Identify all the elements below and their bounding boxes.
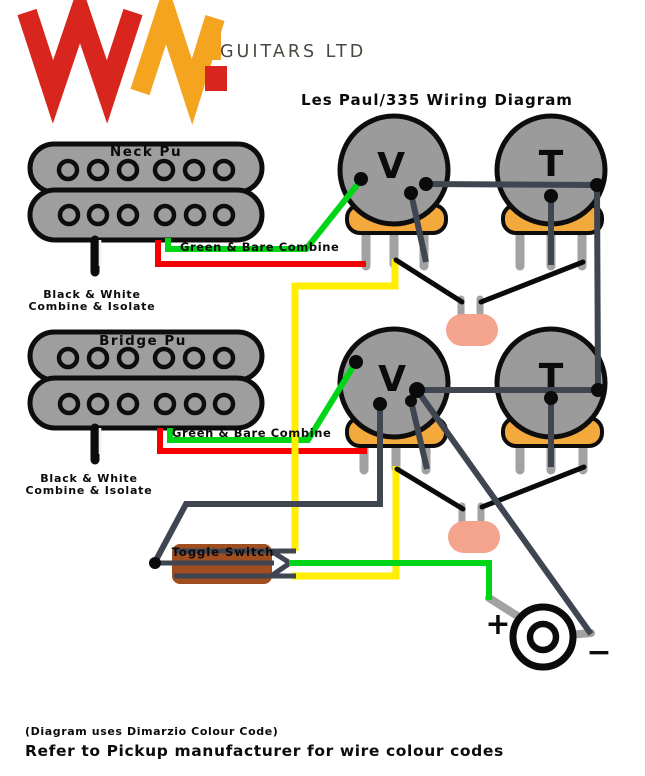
pole-piece-icon xyxy=(212,158,236,182)
jack-tip-contact xyxy=(526,620,560,654)
neck-red-wire xyxy=(155,240,366,267)
brand-logo: GUITARS LTD xyxy=(17,0,366,126)
neck-pickup xyxy=(27,141,265,277)
switch-contact-upper xyxy=(269,548,292,566)
solder-joint xyxy=(373,397,387,411)
bridge-volume-pot: V xyxy=(337,326,451,475)
cap-wire xyxy=(478,259,586,305)
pole-piece-icon xyxy=(183,203,207,227)
company-name: GUITARS LTD xyxy=(220,42,366,62)
pot-body xyxy=(337,113,451,227)
switch-contact-lower xyxy=(269,560,292,579)
green-pickup-wires xyxy=(165,178,364,443)
bridge-green-wire xyxy=(167,360,359,443)
pole-piece-icon xyxy=(153,392,177,416)
yellow-wires xyxy=(291,259,400,580)
solder-joint xyxy=(354,172,368,186)
pole-piece-icon xyxy=(152,346,176,370)
pole-piece-icon xyxy=(212,392,236,416)
tone-pot-label: T xyxy=(539,144,564,185)
pole-piece-icon xyxy=(212,203,236,227)
bridge-volume-to-jack-wire xyxy=(414,388,594,636)
pole-piece-icon xyxy=(57,203,81,227)
output-jack: + − xyxy=(485,603,612,671)
logo-accent-bar-icon xyxy=(201,32,221,60)
bridge-lead-note-line1: Black & White xyxy=(40,472,138,485)
pole-piece-icon xyxy=(183,392,207,416)
pole-piece-icon xyxy=(86,203,110,227)
slate-wires xyxy=(152,181,601,636)
jack-positive-lug xyxy=(485,594,523,621)
solder-joint xyxy=(405,395,417,407)
neck-green-wire xyxy=(165,178,364,252)
neck-lead-note-line1: Black & White xyxy=(43,288,141,301)
pole-piece-icon xyxy=(86,158,110,182)
neck-volume-pot: V xyxy=(337,113,451,271)
bridge-pole-pieces xyxy=(56,346,236,416)
logo-w-icon xyxy=(17,0,143,124)
bridge-pickup xyxy=(27,329,265,465)
jack-negative-label: − xyxy=(586,635,611,670)
pole-piece-icon xyxy=(152,158,176,182)
pole-piece-icon xyxy=(86,392,110,416)
solder-joint xyxy=(419,177,433,191)
bridge-volume-to-switch-yellow-wire xyxy=(292,466,400,580)
pole-piece-icon xyxy=(56,346,80,370)
pole-piece-icon xyxy=(86,346,110,370)
cap-wire xyxy=(393,257,465,305)
solder-joint xyxy=(409,382,425,398)
neck-pickup-bobbin-bottom xyxy=(27,187,265,243)
solder-joint xyxy=(349,355,363,369)
pole-piece-icon xyxy=(116,158,140,182)
neck-volume-to-switch-yellow-wire xyxy=(291,259,399,551)
pole-piece-icon xyxy=(153,203,177,227)
solder-joint xyxy=(590,178,604,192)
bridge-green-wire-note: Green & Bare Combine xyxy=(172,426,331,440)
solder-joint xyxy=(544,391,558,405)
toggle-switch-label: Toggle Switch xyxy=(172,545,275,559)
neck-lead-note-line2: Combine & Isolate xyxy=(29,300,156,313)
neck-green-wire-note: Green & Bare Combine xyxy=(180,240,339,254)
bridge-volume-wiper-wire xyxy=(408,400,430,470)
capacitor-body xyxy=(448,521,500,553)
neck-tone-pot: T xyxy=(494,113,608,271)
pole-piece-icon xyxy=(57,392,81,416)
solder-joints xyxy=(149,172,605,569)
solder-joint xyxy=(591,383,605,397)
solder-joint xyxy=(544,189,558,203)
neck-pickup-label: Neck Pu xyxy=(110,144,182,160)
bridge-tone-capacitor xyxy=(448,502,500,553)
neck-volume-wiper-wire xyxy=(408,192,429,263)
neck-tone-capacitor xyxy=(446,295,498,346)
capacitor-body xyxy=(446,314,498,346)
jack-positive-label: + xyxy=(485,607,510,642)
pole-piece-icon xyxy=(116,392,140,416)
colour-code-warning: Refer to Pickup manufacturer for wire co… xyxy=(25,742,504,760)
neck-volume-to-tone-wire xyxy=(425,181,598,188)
pole-piece-icon xyxy=(116,346,140,370)
pole-piece-icon xyxy=(182,158,206,182)
logo-accent-block-icon xyxy=(205,66,227,91)
neck-pole-pieces xyxy=(56,158,236,227)
bridge-pickup-label: Bridge Pu xyxy=(99,333,187,349)
pole-piece-icon xyxy=(212,346,236,370)
bridge-pickup-bobbin-bottom xyxy=(27,375,265,431)
pole-piece-icon xyxy=(182,346,206,370)
tone-to-tone-wire xyxy=(594,184,601,391)
switch-to-jack-green-wire xyxy=(289,560,492,600)
pole-piece-icon xyxy=(116,203,140,227)
solder-joint xyxy=(404,186,418,200)
volume-pot-label: V xyxy=(377,146,405,187)
solder-joint xyxy=(149,557,161,569)
pole-piece-icon xyxy=(56,158,80,182)
colour-code-note: (Diagram uses Dimarzio Colour Code) xyxy=(25,725,278,738)
bridge-volume-to-switch-wire xyxy=(152,404,383,564)
volume-pot-label: V xyxy=(378,359,406,400)
cap-wire xyxy=(394,466,466,512)
bridge-lead-note-line2: Combine & Isolate xyxy=(26,484,153,497)
diagram-title: Les Paul/335 Wiring Diagram xyxy=(301,91,573,109)
